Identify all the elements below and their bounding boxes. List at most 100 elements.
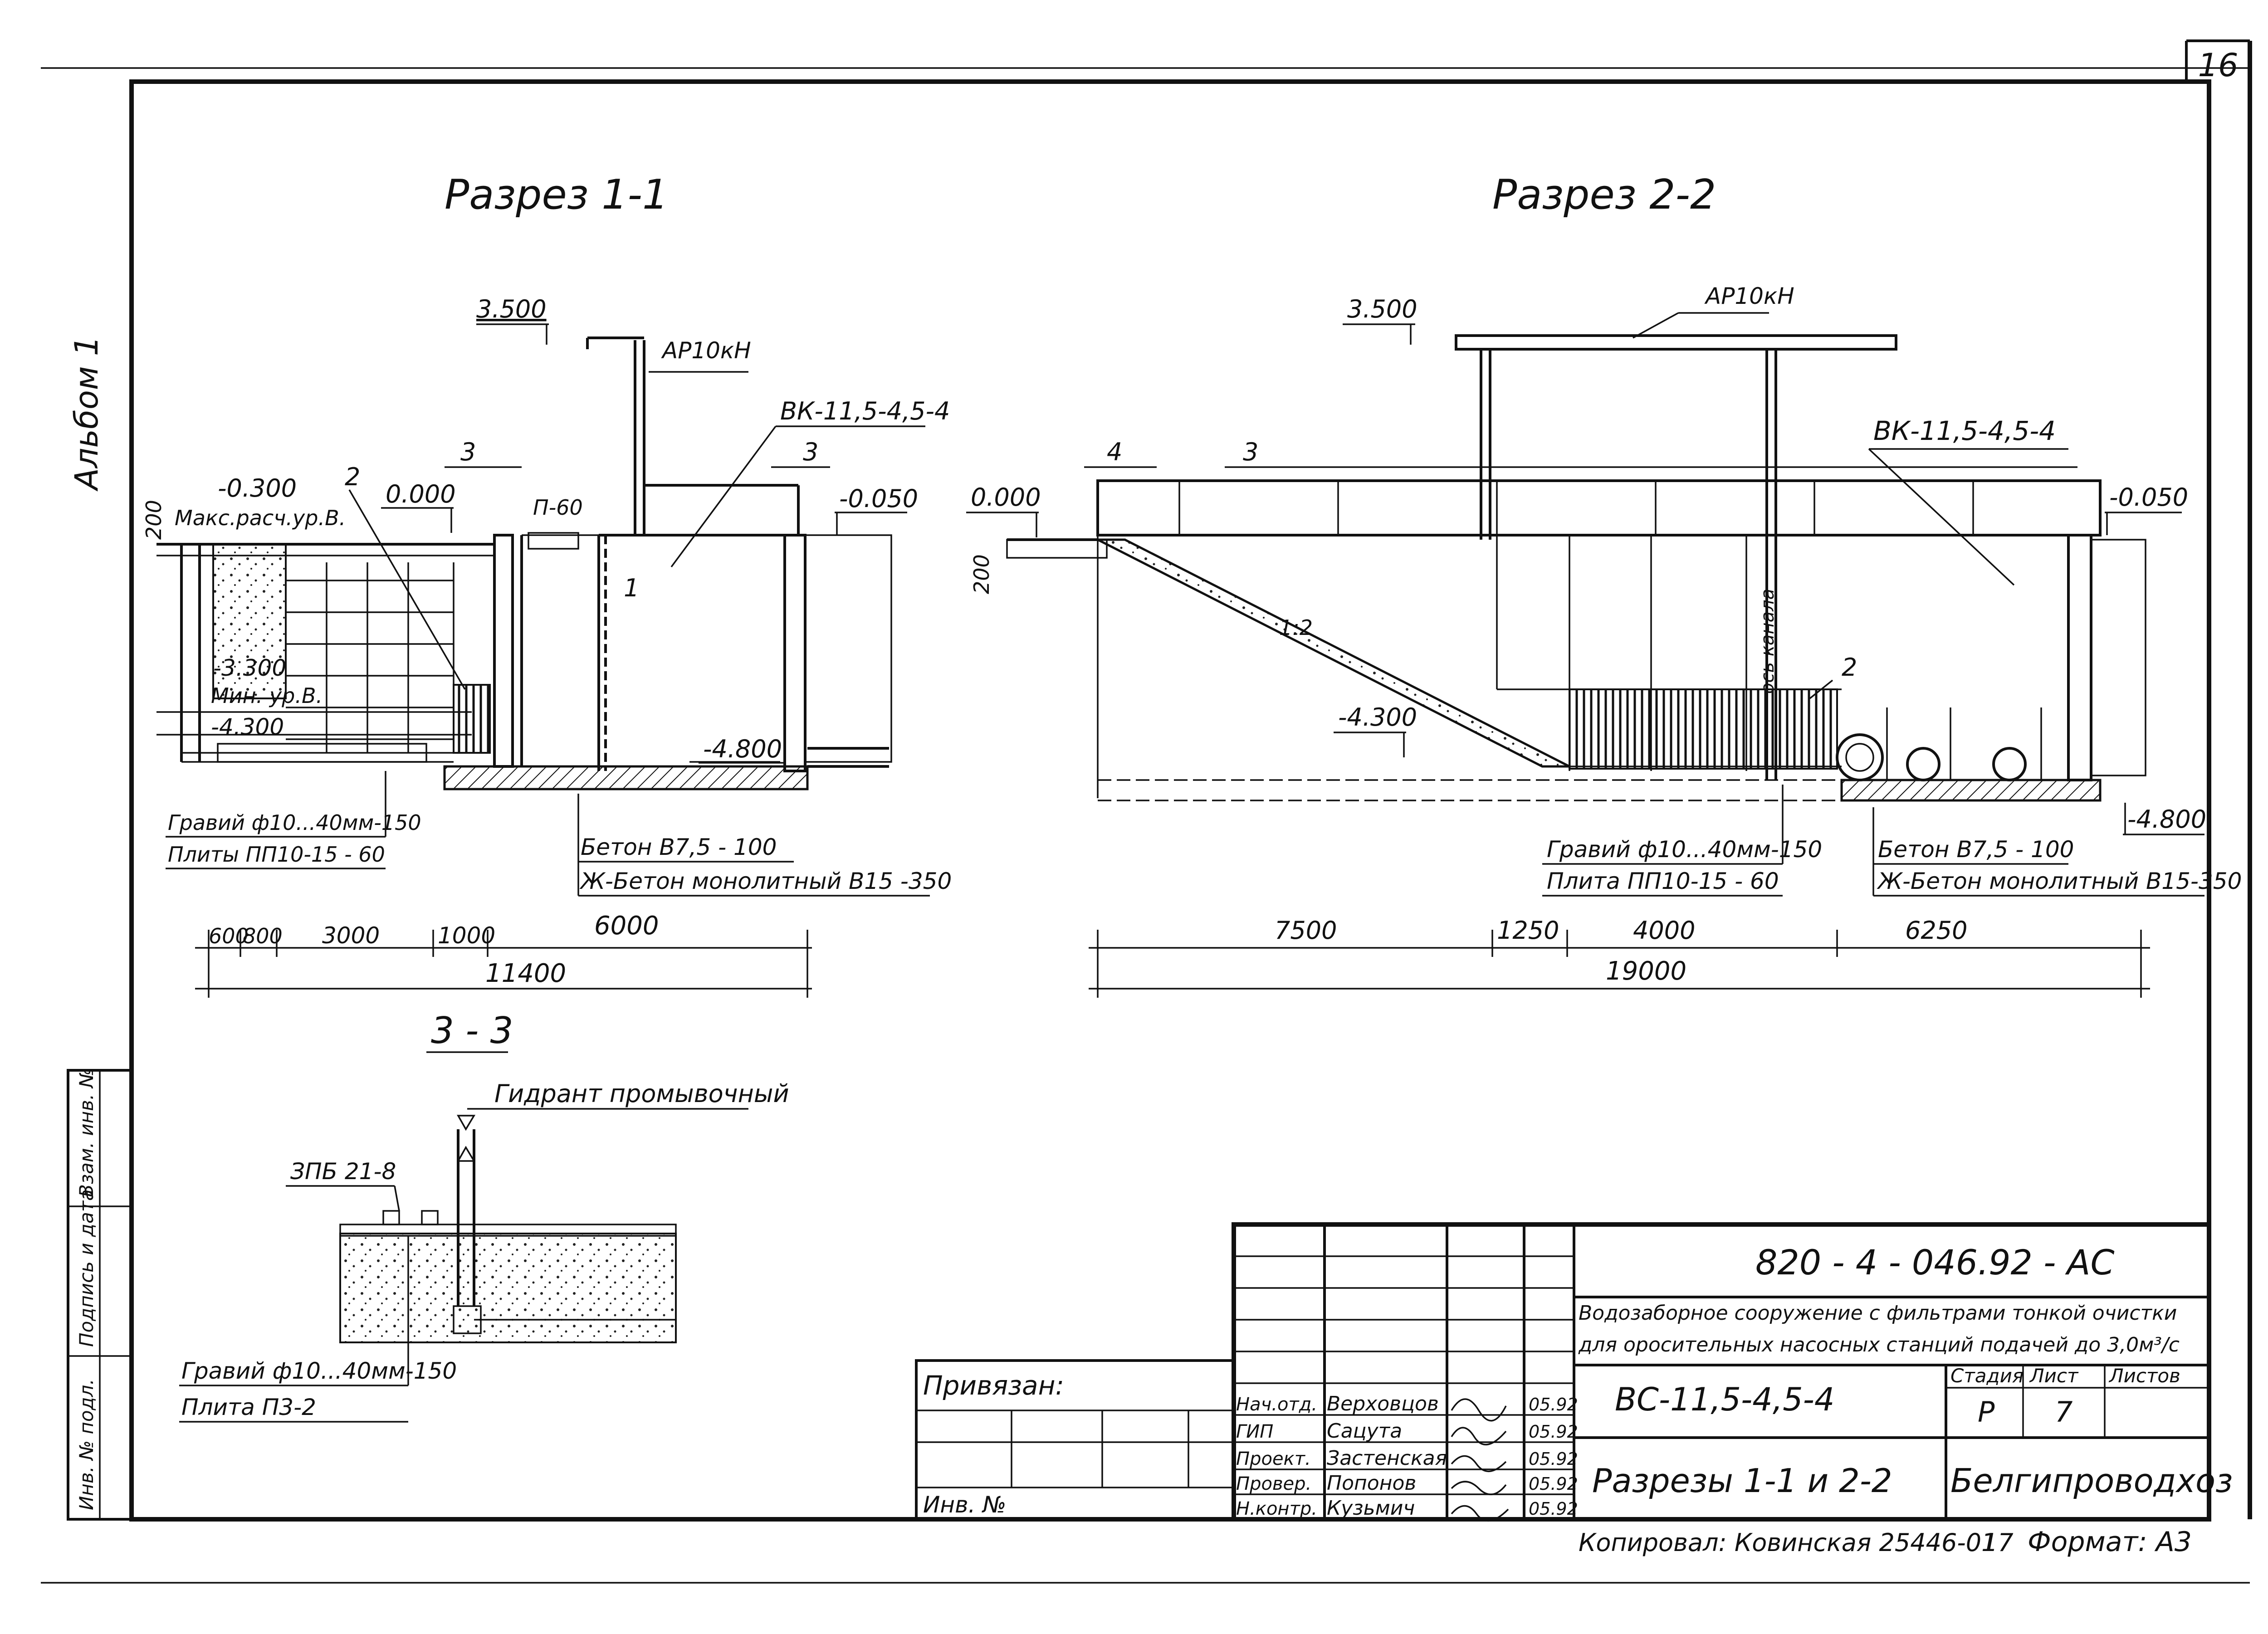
level-1-m4800: -4.800 [703,735,782,763]
material-1-concrete: Бетон В7,5 - 100 [581,834,777,860]
object-code: ВС-11,5-4,5-4 [1615,1381,1834,1418]
section-3-3-ground [339,1233,677,1343]
material-2-rc: Ж-Бетон монолитный В15-350 [1877,868,2242,894]
label-1-p60: П-60 [533,495,583,520]
section-2-2-filter [1569,688,1838,770]
title-block [915,1222,2211,1522]
label-2-railing: АР10кН [1704,283,1794,309]
level-1-m4300: -4.300 [211,714,284,740]
dim-1-11400: 11400 [485,959,566,988]
section-2-2-base-slab [1840,779,2102,802]
sheet-title: Разрезы 1-1 и 2-2 [1592,1462,1892,1500]
label-2-axis: ось канала [1757,589,1778,694]
signatures [1451,1398,1509,1522]
section-1-1-grating [286,562,455,753]
level-2-m4300: -4.300 [1338,703,1417,732]
album-label: Альбом 1 [68,336,105,492]
label-1-min-level: Мин. ур.В. [211,683,323,708]
level-2-3500: 3.500 [1347,295,1418,323]
label-1-vk: ВК-11,5-4,5-4 [780,397,950,425]
level-2-200: 200 [969,554,994,594]
section-1-1-dimensions [195,930,812,998]
label-1-2: 2 [345,463,360,491]
section-1-1-filter [453,684,491,754]
section-2-2-title: Разрез 2-2 [1492,171,1716,219]
dim-2-6250: 6250 [1905,916,1967,945]
section-2-2: Разрез 2-2 [966,171,2242,998]
section-2-2-dimensions [1089,930,2150,998]
section-1-1: Разрез 1-1 [142,171,952,998]
dim-2-1250: 1250 [1497,916,1559,945]
label-2-3: 3 [1243,438,1258,466]
name-checker: Попонов [1327,1472,1416,1495]
role-normcontrol: Н.контр. [1236,1498,1317,1519]
label-2-2: 2 [1842,653,1857,682]
sheet-header: Лист [2029,1365,2079,1387]
sheet-value: 7 [2055,1395,2072,1429]
label-2-slope: 1:2 [1279,615,1313,640]
date-checker: 05.92 [1529,1474,1578,1494]
sheet-number: 16 [2198,47,2238,84]
material-2-concrete: Бетон В7,5 - 100 [1878,836,2074,863]
section-1-1-base-slab [443,765,809,790]
label-1-3b: 3 [803,438,818,466]
dim-1-600: 600 [209,924,249,948]
material-1-gravel: Гравий ф10...40мм-150 [168,810,421,835]
name-head: Верховцов [1327,1392,1439,1415]
material-3-gravel: Гравий ф10...40мм-150 [181,1358,457,1384]
doc-code: 820 - 4 - 046.92 - АС [1755,1242,2115,1283]
stage-header: Стадия [1950,1365,2024,1387]
material-2-gravel: Гравий ф10...40мм-150 [1547,836,1822,863]
organization: Белгипроводхоз [1950,1462,2233,1500]
level-2-m0050: -0.050 [2109,483,2188,512]
date-normcontrol: 05.92 [1529,1499,1578,1519]
label-3-zpb: ЗПБ 21-8 [290,1158,396,1185]
level-2-0000: 0.000 [971,483,1041,512]
label-2-4: 4 [1107,438,1122,466]
name-designer: Застенская [1327,1447,1447,1470]
label-1-railing: АР10кН [661,337,751,364]
side-stamp: Инв. № подл. Подпись и дата Взам. инв. № [67,1068,133,1521]
dim-2-4000: 4000 [1633,916,1695,945]
label-1-3a: 3 [460,438,476,466]
role-designer: Проект. [1236,1449,1311,1469]
name-gip: Сацута [1327,1419,1402,1443]
stage-value: Р [1978,1395,1995,1429]
date-head: 05.92 [1529,1395,1578,1415]
material-1-rc: Ж-Бетон монолитный В15 -350 [579,868,952,894]
label-2-vk: ВК-11,5-4,5-4 [1873,415,2056,446]
level-1-m0050: -0.050 [839,484,918,513]
role-checker: Провер. [1236,1473,1311,1494]
label-1-1: 1 [624,574,639,602]
material-1-slabs: Плиты ПП10-15 - 60 [168,842,385,867]
role-gip: ГИП [1236,1421,1273,1442]
inv-label: Инв. № [923,1492,1006,1518]
label-1-max-level: Макс.расч.ур.В. [175,506,346,530]
dim-1-6000: 6000 [594,911,659,941]
sheets-header: Листов [2108,1365,2180,1387]
level-1-200: 200 [142,500,166,540]
dim-2-19000: 19000 [1606,956,1686,986]
format-label: Формат: А3 [2028,1526,2192,1558]
copied-by: Копировал: Ковинская 25446-01 [1579,1528,1997,1557]
name-normcontrol: Кузьмич [1327,1497,1415,1520]
level-1-m0300: -0.300 [218,474,297,502]
doc-description-1: Водозаборное сооружение с фильтрами тонк… [1579,1302,2177,1325]
label-3-hydrant: Гидрант промывочный [494,1079,789,1108]
section-3-3: 3 - 3 Гидрант промывочный ЗПБ 21-8 Грави… [179,1010,789,1423]
material-2-slab: Плита ПП10-15 - 60 [1547,868,1779,894]
dim-1-1000: 1000 [438,922,495,949]
section-1-1-title: Разрез 1-1 [445,171,668,219]
side-stamp-sign: Подпись и дата [75,1189,98,1347]
section-3-3-title: 3 - 3 [431,1010,513,1052]
material-3-slab: Плита П3-2 [181,1394,316,1420]
date-gip: 05.92 [1529,1422,1578,1442]
copy-number: 17 [1982,1528,2014,1557]
level-1-0000: 0.000 [386,480,456,508]
date-designer: 05.92 [1529,1449,1578,1469]
bound-label: Привязан: [923,1370,1064,1401]
side-stamp-replace: Взам. инв. № [75,1068,98,1197]
role-head: Нач.отд. [1236,1394,1317,1415]
doc-description-2: для оросительных насосных станций подаче… [1578,1333,2180,1356]
